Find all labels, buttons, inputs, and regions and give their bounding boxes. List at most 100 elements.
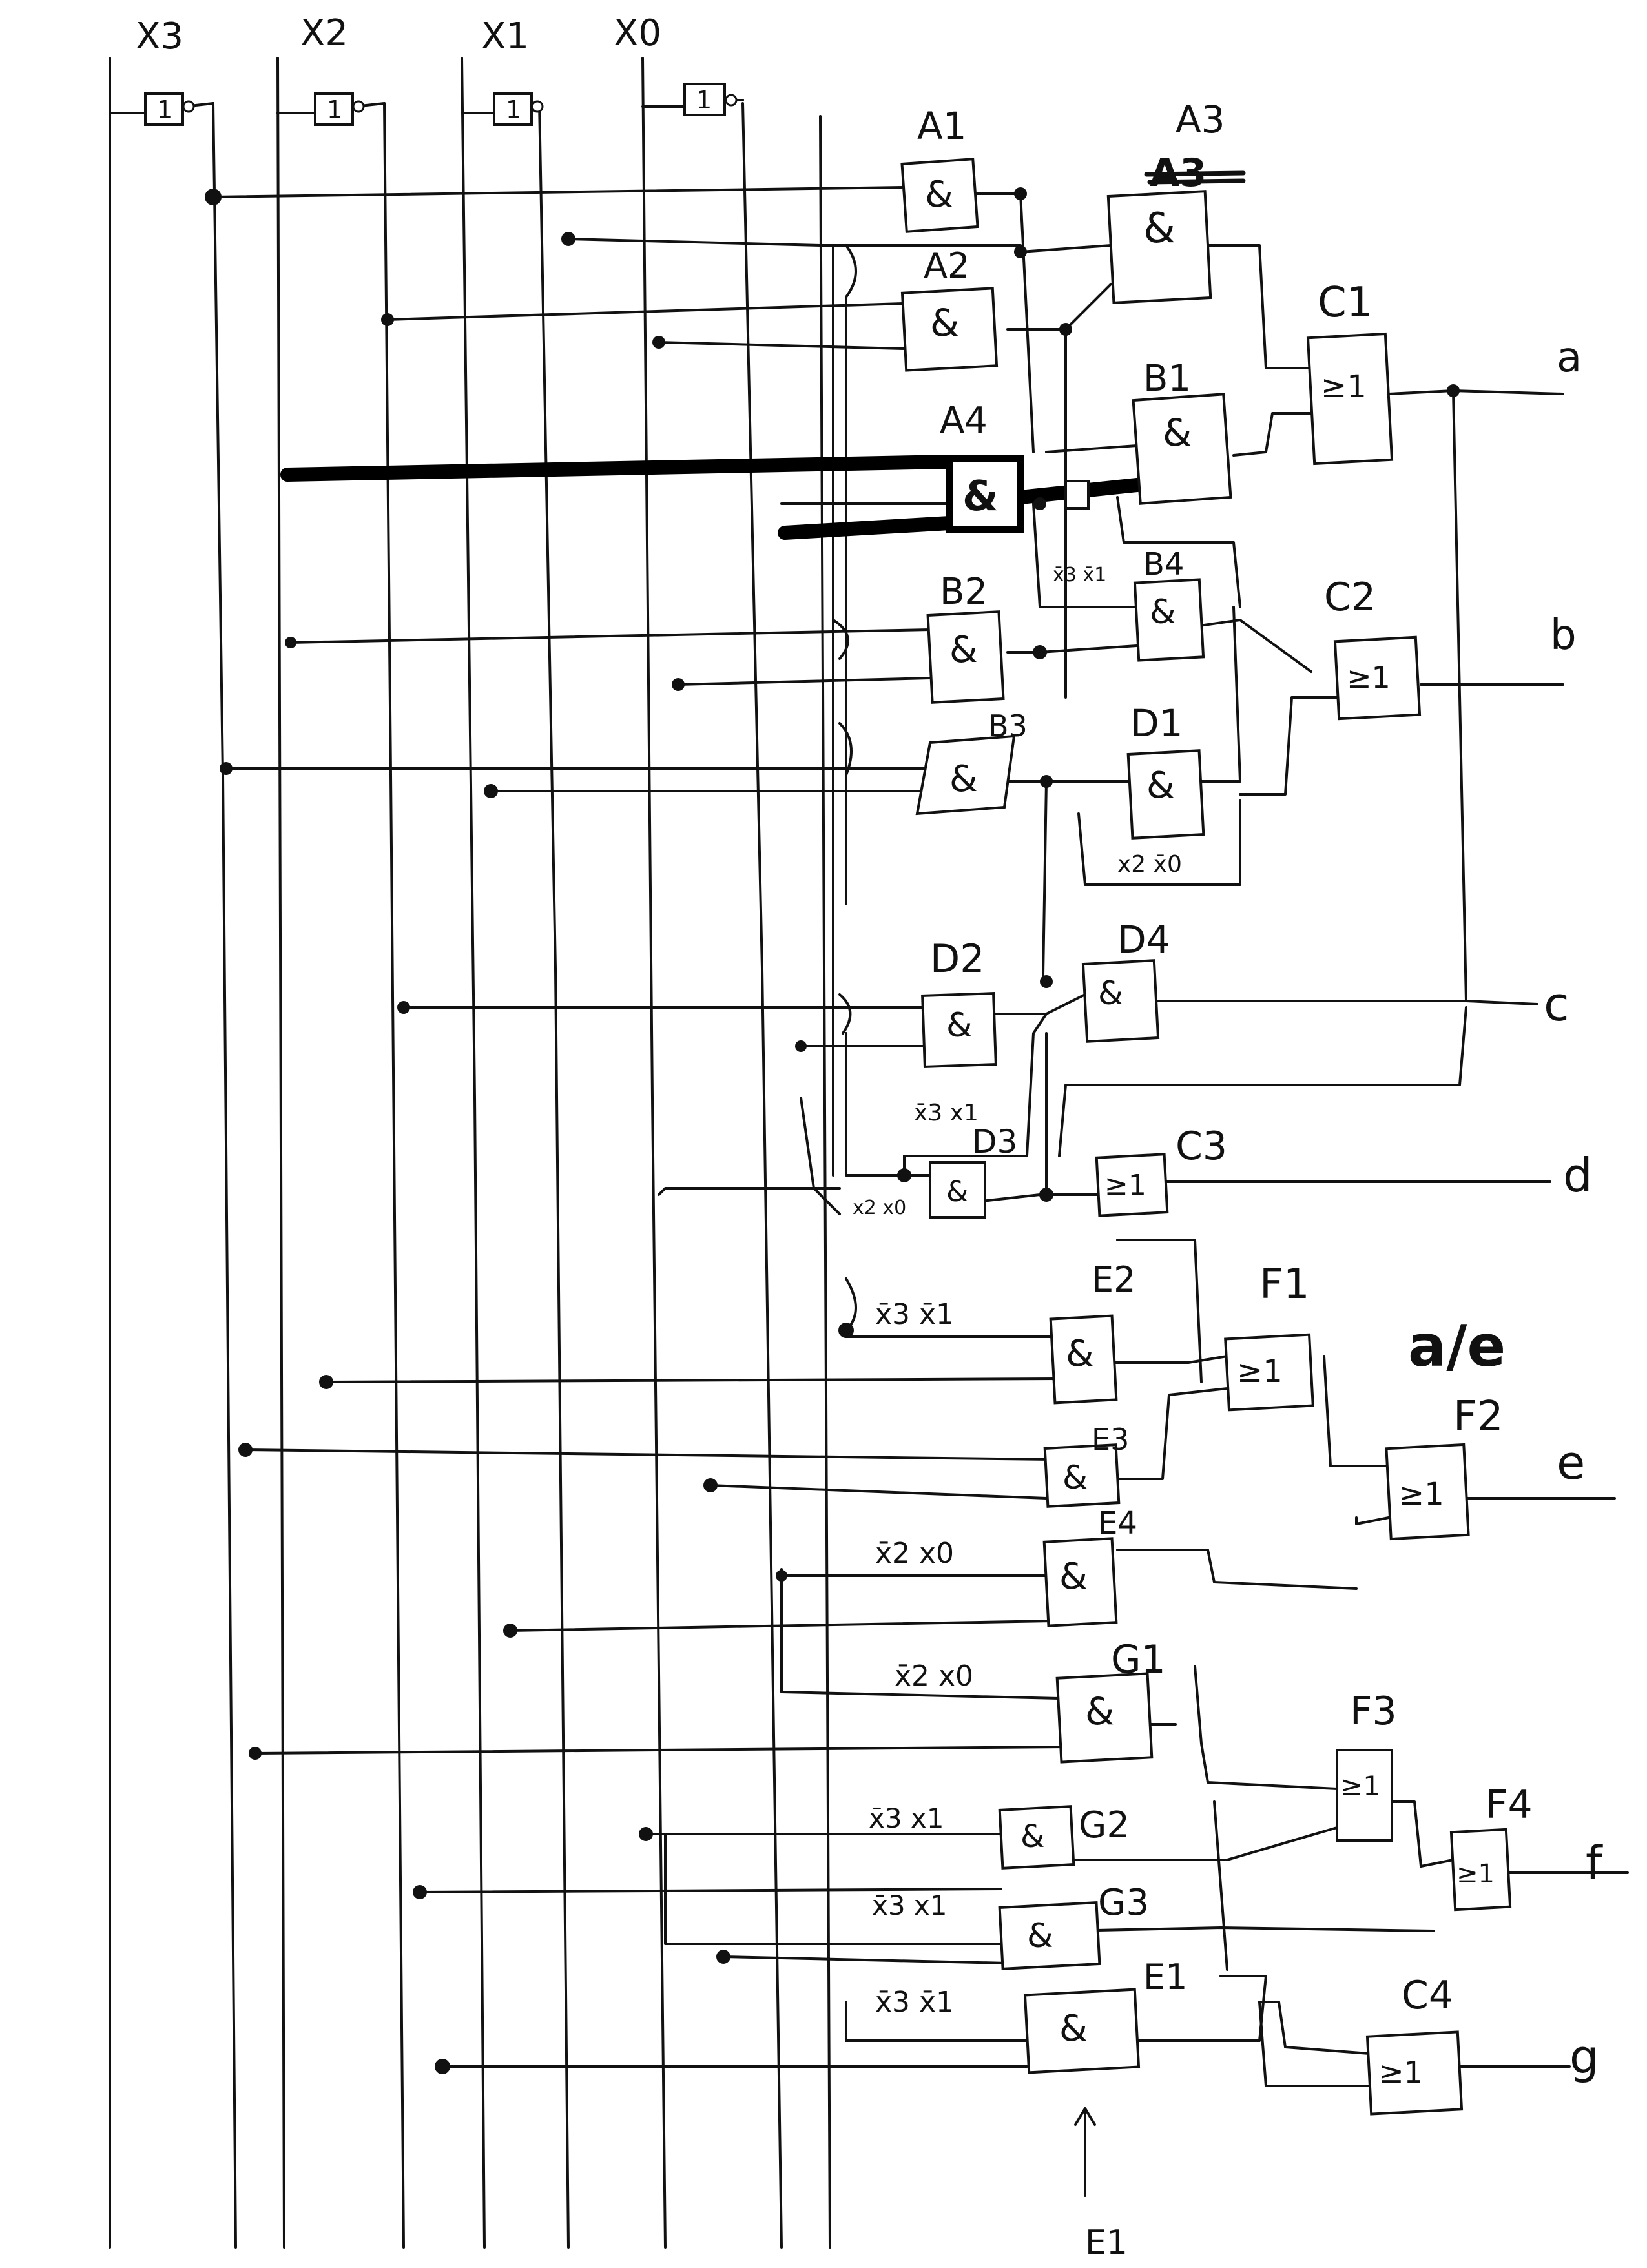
gate-e2-label: E2 [1092,1259,1135,1300]
gate-a2-label: A2 [924,245,969,286]
inverter-x2-symbol: 1 [327,96,342,124]
gate-b3-label: B3 [988,708,1028,743]
gate-e1-symbol: & [1059,2008,1088,2050]
gate-a3: & A3 A3 [1106,98,1246,304]
gate-f4-label: F4 [1486,1782,1533,1828]
gates: & A1 & A3 A3 & A2 ≥1 C1 & B1 [853,98,1533,2262]
gate-a4: & A4 [940,400,1090,533]
gate-d3-top-note: x̄3 x1 [914,1100,979,1126]
output-label-a: a [1557,334,1582,382]
x1-bar-rail [538,102,570,2249]
gate-a3-symbol: & [1143,205,1176,253]
gate-d4-label: D4 [1117,918,1170,962]
gate-c3-label: C3 [1176,1124,1227,1169]
gate-f3-label: F3 [1350,1689,1397,1734]
gate-g1-inputs-note: x̄2 x0 [895,1660,973,1693]
gate-e1-arrow-label: E1 [1085,2223,1128,2262]
gate-e3: & E3 [1043,1422,1129,1508]
gate-d3: & D3 x̄3 x1 x2 x0 [853,1100,1017,1219]
x0-bar-rail [741,102,783,2249]
gate-b2: & B2 [926,571,1005,704]
gate-d1: & D1 x2 x̄0 [1117,701,1205,878]
gate-d3-label: D3 [972,1123,1017,1160]
gate-f4-symbol: ≥1 [1456,1859,1495,1889]
gate-g3: & G3 x̄3 x1 [872,1882,1149,1970]
gate-a2: & A2 [900,245,999,372]
gate-e2: & E2 x̄3 x̄1 [875,1259,1135,1405]
gate-d2-label: D2 [930,936,984,982]
gate-b1-label: B1 [1143,358,1191,400]
input-label-x2: X2 [300,12,348,54]
output-label-f: f [1586,1836,1603,1890]
gate-f1-symbol: ≥1 [1237,1354,1283,1390]
gate-b4-inputs-note: x̄3 x̄1 [1053,564,1106,586]
input-label-x3: X3 [136,15,183,57]
gate-e4-inputs-note: x̄2 x0 [875,1537,954,1570]
gate-c1-symbol: ≥1 [1321,369,1367,405]
gate-b3: & B3 [915,708,1028,816]
gate-e1-label: E1 [1143,1957,1187,1997]
gate-b1: & B1 [1132,358,1232,505]
gate-g1-label: G1 [1111,1637,1166,1682]
gate-c2-label: C2 [1324,575,1376,620]
gate-e3-label: E3 [1092,1422,1129,1457]
x3-bar-rail [212,102,237,2249]
gate-c4-label: C4 [1402,1973,1453,2018]
gate-d4: & D4 [1081,918,1170,1043]
gate-c4-symbol: ≥1 [1379,2055,1423,2090]
gate-a3-label: A3 [1176,98,1225,141]
gate-f1-label: F1 [1259,1261,1310,1308]
gate-d1-label: D1 [1130,701,1183,745]
gate-f2-symbol: ≥1 [1398,1476,1444,1512]
gate-e1-inputs-note: x̄3 x̄1 [875,1986,954,2019]
output-label-d: d [1563,1148,1593,1202]
gate-g2-label: G2 [1079,1804,1130,1846]
gate-c1-label: C1 [1318,279,1372,327]
gate-b3-symbol: & [949,758,978,800]
input-labels: X3 X2 X1 X0 [136,12,661,57]
gate-a1-symbol: & [925,174,953,216]
gate-c2-symbol: ≥1 [1347,660,1391,695]
gate-d3-symbol: & [946,1175,968,1208]
output-labels: a b c d e f g [1544,334,1603,2084]
gate-d1-symbol: & [1146,765,1175,807]
gate-b2-symbol: & [949,629,978,671]
gate-e4-symbol: & [1059,1556,1088,1598]
x2-bar-rail [383,102,405,2249]
gate-d4-symbol: & [1098,974,1123,1012]
gate-e4-label: E4 [1098,1505,1137,1541]
junction-dots [205,187,1460,2074]
inverters: 1 1 1 1 [109,83,744,126]
gate-e3-symbol: & [1062,1459,1088,1496]
gate-f4: ≥1 F4 [1449,1782,1533,1912]
gate-b2-label: B2 [940,571,988,613]
gate-e4: & E4 x̄2 x0 [875,1505,1137,1627]
gate-g1: & G1 x̄2 x0 [895,1637,1166,1764]
gate-g3-symbol: & [1027,1917,1053,1955]
gate-b4-symbol: & [1150,593,1176,632]
gate-a4-label: A4 [940,400,988,442]
gate-d2-symbol: & [946,1006,973,1045]
shared-output-note: a/e [1408,1313,1506,1379]
output-label-e: e [1557,1436,1585,1490]
gate-f2: ≥1 F2 [1385,1393,1504,1541]
gate-g2-symbol: & [1020,1819,1044,1855]
gate-d3-left-note: x2 x0 [853,1197,906,1219]
gate-a2-symbol: & [930,301,959,345]
gate-a4-symbol: & [962,473,999,521]
input-label-x0: X0 [614,12,661,54]
gate-f2-label: F2 [1453,1393,1504,1441]
output-label-c: c [1544,977,1569,1031]
gate-e2-symbol: & [1066,1333,1094,1375]
gate-g2-inputs-note: x̄3 x1 [869,1802,944,1834]
gate-d2: & D2 [921,936,997,1068]
gate-a1: & A1 [900,104,979,233]
input-label-x1: X1 [481,15,529,57]
inverter-x0-symbol: 1 [696,86,712,114]
gate-b4-label: B4 [1143,546,1184,582]
input-rails [109,57,831,2249]
gate-e1: & E1 x̄3 x̄1 E1 [875,1957,1187,2262]
inverter-x3-symbol: 1 [157,96,172,124]
